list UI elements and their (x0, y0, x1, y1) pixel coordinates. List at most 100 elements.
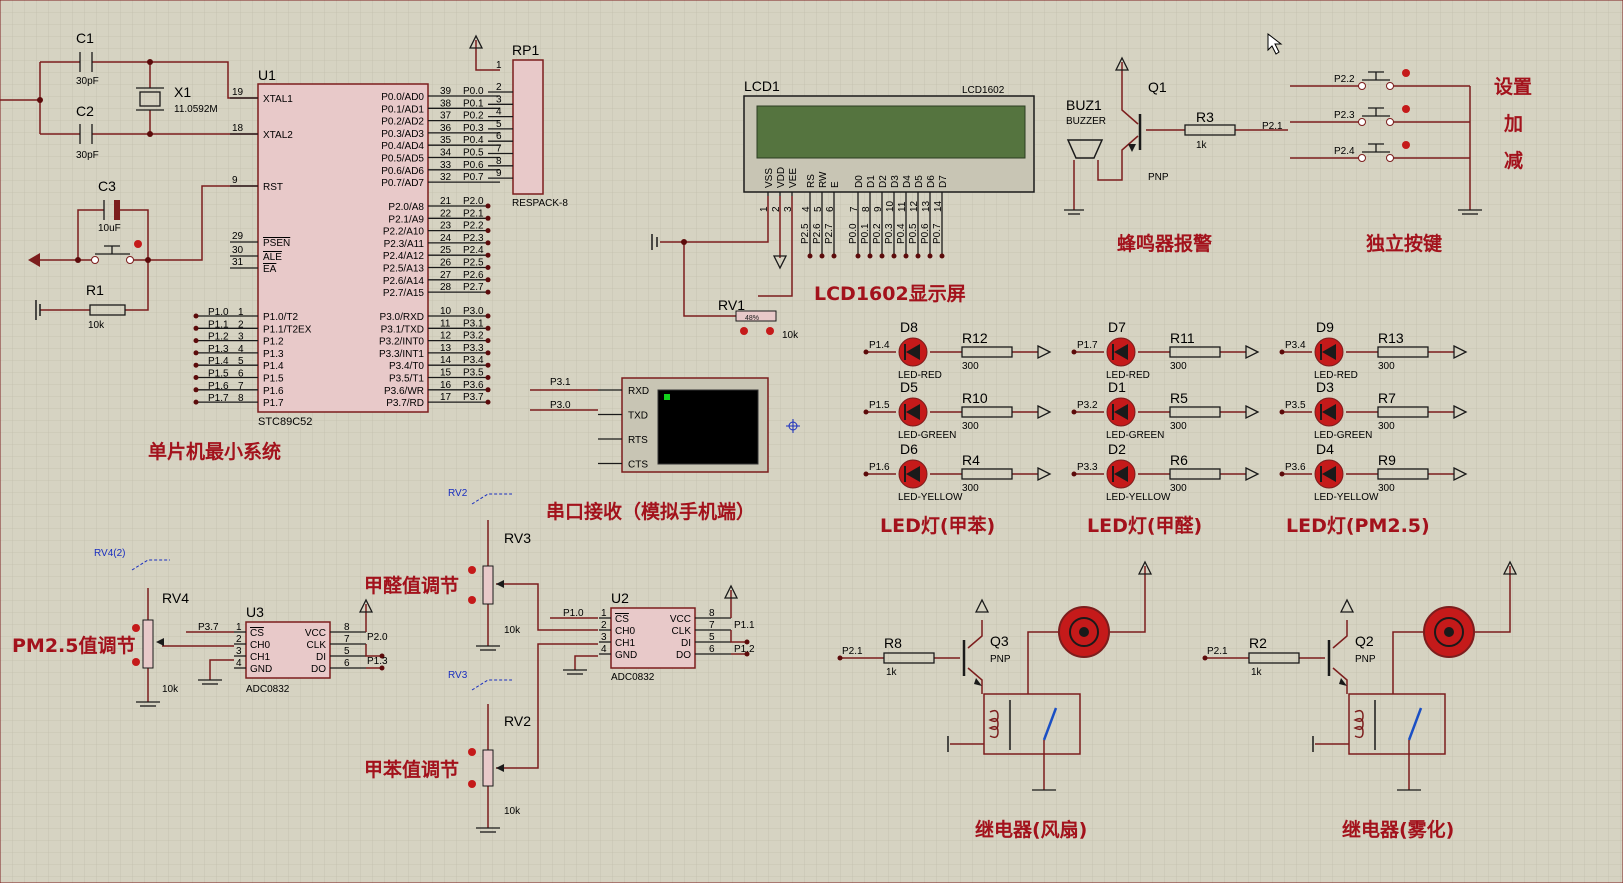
led-resistor (1377, 406, 1429, 418)
mcu-pin-name: EA (263, 264, 277, 275)
power-arrow-icon (1037, 466, 1052, 482)
adc-u2-part: ADC0832 (611, 672, 655, 683)
led-resistor-value: 300 (962, 421, 979, 432)
rv1-percent: 48% (745, 315, 759, 322)
mcu-pin-net: P0.4 (463, 135, 484, 146)
mcu-pin-net: P2.4 (463, 245, 484, 256)
power-arrow-icon (1453, 344, 1468, 360)
lcd-pin-num: 12 (909, 200, 920, 212)
adc-u2-section[interactable]: U2 ADC0832 1CS2CH03CH14GND8VCC7CLK5DI6DO… (364, 488, 755, 833)
lcd-pin-name: VSS (764, 168, 775, 188)
mcu-pin-num: 14 (440, 355, 452, 366)
net-terminal (863, 471, 869, 477)
relay-base-resistor (883, 652, 935, 664)
mcu-pin-num: 16 (440, 380, 452, 391)
mcu-chip[interactable]: U1 STC89C52 19XTAL118XTAL29RST29PSEN30AL… (193, 67, 501, 428)
led-resistor (1377, 346, 1429, 358)
buzzer-part: BUZZER (1066, 116, 1106, 127)
u2-net-do: P1.2 (734, 644, 755, 655)
led-diode-icon (1114, 466, 1128, 482)
lcd-pin-net: P0.3 (884, 223, 895, 244)
led-resistor-value: 300 (1378, 361, 1395, 372)
adc-u3-part: ADC0832 (246, 684, 290, 695)
key-button[interactable] (1402, 141, 1410, 149)
net-terminal (485, 215, 491, 221)
mcu-p1-pin-num: 1 (238, 307, 244, 318)
net-terminal (819, 253, 825, 259)
lcd-pin-name: VDD (776, 167, 787, 188)
led-type: LED-YELLOW (1314, 492, 1379, 503)
lcd-part: LCD1602 (962, 85, 1005, 96)
led-ref: D3 (1316, 379, 1334, 395)
led-resistor-ref: R12 (962, 330, 988, 346)
relay-transistor-ref: Q2 (1355, 633, 1374, 649)
respack-body (512, 59, 544, 195)
mcu-pin-name: P2.2/A10 (383, 227, 425, 238)
led-type: LED-GREEN (1106, 430, 1164, 441)
led-resistor-ref: R11 (1170, 330, 1195, 346)
lcd-pin-name: RW (818, 171, 829, 188)
mcu-pin-name: P2.7/A15 (383, 288, 425, 299)
key-button[interactable] (1402, 105, 1410, 113)
lcd-pin-num: 1 (759, 206, 770, 212)
adc-pin-name: DO (676, 650, 691, 661)
mcu-pin-net: P3.2 (463, 331, 484, 342)
power-arrow-icon (1245, 344, 1260, 360)
mcu-pin-net: P2.2 (463, 221, 484, 232)
crosshair-icon (786, 419, 800, 433)
key-button[interactable] (1402, 69, 1410, 77)
led-ref: D8 (900, 319, 918, 335)
adc-pin-num: 7 (344, 634, 350, 645)
power-arrow-icon (1453, 404, 1468, 420)
led-section: P1.4D8LED-REDR12300P1.5D5LED-GREENR10300… (863, 319, 1468, 503)
key-contact (1386, 82, 1394, 90)
led-net: P3.4 (1285, 340, 1306, 351)
led-resistor-value: 300 (1170, 421, 1187, 432)
net-terminal (855, 253, 861, 259)
relay-coil-icon (988, 709, 999, 739)
lcd-section[interactable]: LCD1 LCD1602 VSS1VDD2VEE3RS4P2.5RW5P2.6E… (651, 78, 1035, 341)
lcd-pin-net: P0.0 (848, 223, 859, 244)
motor-shaft (1444, 627, 1454, 637)
mcu-pin-net: P3.6 (463, 380, 484, 391)
led-ref: D1 (1108, 379, 1126, 395)
mcu-pin-num: 22 (440, 208, 452, 219)
buzzer-section[interactable]: BUZ1 BUZZER Q1 PNP R3 1k P2.1 蜂鸣器报警 (1064, 56, 1288, 255)
net-terminal (485, 387, 491, 393)
mcu-section: C1 30pF C2 30pF X1 11.0592M C3 10uF R1 1… (0, 30, 568, 463)
net-terminal (744, 651, 750, 657)
keys-section[interactable]: P2.2P2.3P2.4 设置 加 减 独立按键 (1290, 69, 1532, 255)
net-terminal (193, 399, 199, 405)
net-terminal (744, 639, 750, 645)
c3-ref: C3 (98, 178, 116, 194)
lcd-pin-net: P0.5 (908, 223, 919, 244)
led-resistor-value: 300 (1170, 483, 1187, 494)
relay-load-wire (1315, 566, 1511, 790)
terminal-pin-name: TXD (628, 411, 648, 422)
mcu-pin-name: P0.3/AD3 (381, 129, 424, 140)
mcu-pin-net: P3.0 (463, 306, 484, 317)
power-arrow-icon (1137, 560, 1153, 575)
lcd-pin-num: 6 (825, 206, 836, 212)
mcu-pin-name: P3.6/WR (384, 386, 424, 397)
mcu-pin-name: P2.4/A12 (383, 251, 425, 262)
mcu-p1-pin-num: 8 (238, 393, 244, 404)
adc-pin-num: 6 (344, 658, 350, 669)
mcu-pin-net: P2.0 (463, 196, 484, 207)
adc-u3-section[interactable]: U3 ADC0832 1CS2CH03CH14GND8VCC7CLK5DI6DO… (12, 548, 388, 707)
mcu-p1-pin-name: P1.6 (263, 386, 284, 397)
net-terminal (485, 313, 491, 319)
